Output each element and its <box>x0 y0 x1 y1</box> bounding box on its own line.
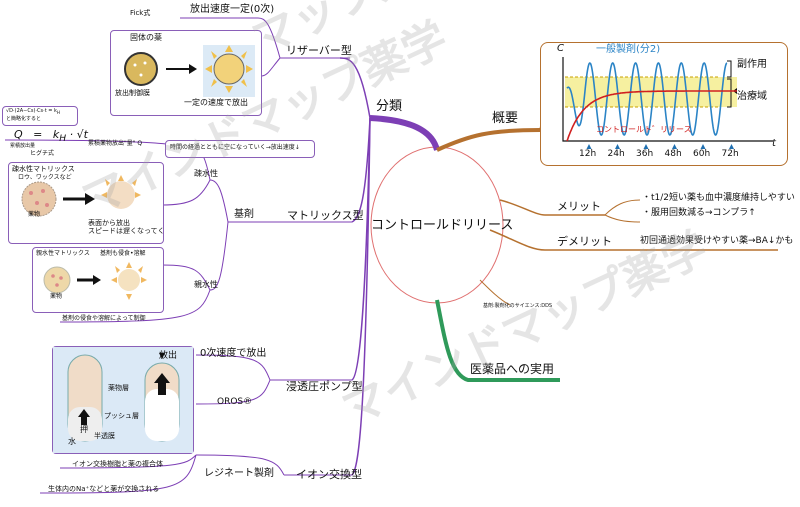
chart-box <box>540 42 788 166</box>
time-note: 時間の経過とともに空になっていく→放出速度↓ <box>170 144 300 151</box>
hydrophobic-diagram <box>8 162 164 244</box>
chart-xlabel: t <box>772 138 776 149</box>
center-topic[interactable]: コントロールドリリース <box>371 218 514 233</box>
ion-exchange-label: 生体内のNa⁺などと薬が交換される <box>48 485 160 493</box>
controlled-by-label: 基剤の侵食や溶解によって制御 <box>62 315 146 322</box>
constant-release-label: 一定の速度で放出 <box>184 98 248 107</box>
osmotic-release-label: 放出 <box>159 351 178 361</box>
fick-label: Fick式 <box>130 9 151 17</box>
merit-item-1: ・t1/2短い薬も血中濃度維持しやすい <box>642 193 795 203</box>
branch-merit[interactable]: メリット <box>557 200 601 213</box>
tick-label: 36h <box>636 149 654 159</box>
side-effect-bracket <box>727 60 732 78</box>
demerit-text: 初回通過効果受けやすい薬→BA↓かも <box>640 236 794 246</box>
resinate-label: レジネート製剤 <box>204 468 274 479</box>
push-layer-label: プッシュ層 <box>104 412 139 420</box>
tick-marker <box>729 144 734 149</box>
reservoir-label[interactable]: リザーバー型 <box>286 44 352 57</box>
higuchi-formula: Q = kH · √t <box>14 128 88 145</box>
merit-item-2: ・服用回数減る→コンプラ↑ <box>642 208 756 218</box>
hydrophobic-matrix-label: 疎水性マトリックス <box>12 165 75 173</box>
chart-ylabel: C <box>557 43 564 54</box>
hydrophilic-matrix-label: 親水性マトリックス <box>36 250 90 257</box>
chart-series-general-label: 一般製剤(分2) <box>596 44 661 55</box>
hydrophobic-drug-label: 薬物 <box>28 211 41 218</box>
ion-complex-label: イオン交換樹脂と薬の複合体 <box>72 460 163 468</box>
push-label: 押 <box>80 425 88 434</box>
hydrophobic-illustration <box>21 175 141 217</box>
osmotic-label[interactable]: 浸透圧ポンプ型 <box>286 380 363 393</box>
osmotic-illustration <box>53 347 193 453</box>
semipermeable-label: 半透膜 <box>94 432 115 440</box>
higuchi-eq-formula: √D·(2A−Cs)·Cs·t = kH <box>6 108 61 115</box>
hydrophilic-illustration <box>43 262 147 300</box>
matrix-label[interactable]: マトリックス型 <box>287 209 364 222</box>
base-label: 基剤 <box>234 209 254 220</box>
branch-classification[interactable]: 分類 <box>376 99 403 114</box>
chart-band-therapeutic: 治療域 <box>737 91 767 102</box>
zero-order-label: 0次速度で放出 <box>200 348 267 359</box>
series-controlled-line <box>566 90 737 142</box>
branch-practical[interactable]: 医薬品への実用 <box>470 362 555 376</box>
higuchi-q-label: 累積放出量 <box>10 143 36 149</box>
branch-demerit[interactable]: デメリット <box>557 235 612 248</box>
ion-label[interactable]: イオン交換型 <box>296 468 362 481</box>
center-note: 基剤:製剤化のサイエンス:DDS <box>483 303 553 309</box>
tick-marker <box>615 144 620 149</box>
therapeutic-bracket <box>727 78 732 108</box>
chart-band-side-effect: 副作用 <box>737 59 767 70</box>
tick-marker <box>643 144 649 149</box>
wax-label: ロウ、ワックスなど <box>18 174 72 181</box>
branch-overview[interactable]: 概要 <box>492 111 519 126</box>
chart-series-controlled-label: コントロールト゛リリース <box>596 125 692 134</box>
higuchi-eq-note: と簡略化すると <box>6 116 42 122</box>
tick-marker <box>672 144 677 149</box>
reservoir-diagram <box>110 30 262 116</box>
release-note: 累積薬物放出"量" Q <box>88 140 143 147</box>
oros-label: OROS® <box>217 397 253 407</box>
time-note-box <box>165 140 315 158</box>
hydrophilic-label: 親水性 <box>194 280 218 289</box>
tick-label: 24h <box>607 149 625 159</box>
membrane-label: 放出制御膜 <box>115 89 150 97</box>
reservoir-sub: 放出速度一定(0次) <box>190 4 275 15</box>
tick-marker <box>586 144 592 149</box>
tick-marker <box>700 144 706 149</box>
higuchi-k-label: ヒグチ式 <box>30 150 55 157</box>
concentration-chart <box>562 57 773 149</box>
tick-label: 12h <box>579 149 597 159</box>
water-label: 水 <box>68 437 76 446</box>
series-general-line <box>566 62 728 136</box>
tick-label: 48h <box>664 149 682 159</box>
osmotic-diagram <box>52 346 194 454</box>
erosion-label: 基剤も侵食•溶解 <box>100 250 146 257</box>
reservoir-illustration <box>124 45 255 97</box>
hydrophobic-label: 疎水性 <box>194 169 218 178</box>
tick-label: 60h <box>693 149 711 159</box>
drug-layer-label: 薬物層 <box>108 384 129 392</box>
hydrophilic-drug-label: 薬物 <box>50 293 63 300</box>
solid-drug-label: 固体の薬 <box>130 33 162 42</box>
tick-label: 72h <box>721 149 739 159</box>
higuchi-eq-box <box>2 106 78 126</box>
hydrophilic-diagram <box>32 247 164 313</box>
surface-slow-label: 表面から放出 スピードは遅くなってく <box>88 219 165 236</box>
chart-axes <box>562 57 773 142</box>
